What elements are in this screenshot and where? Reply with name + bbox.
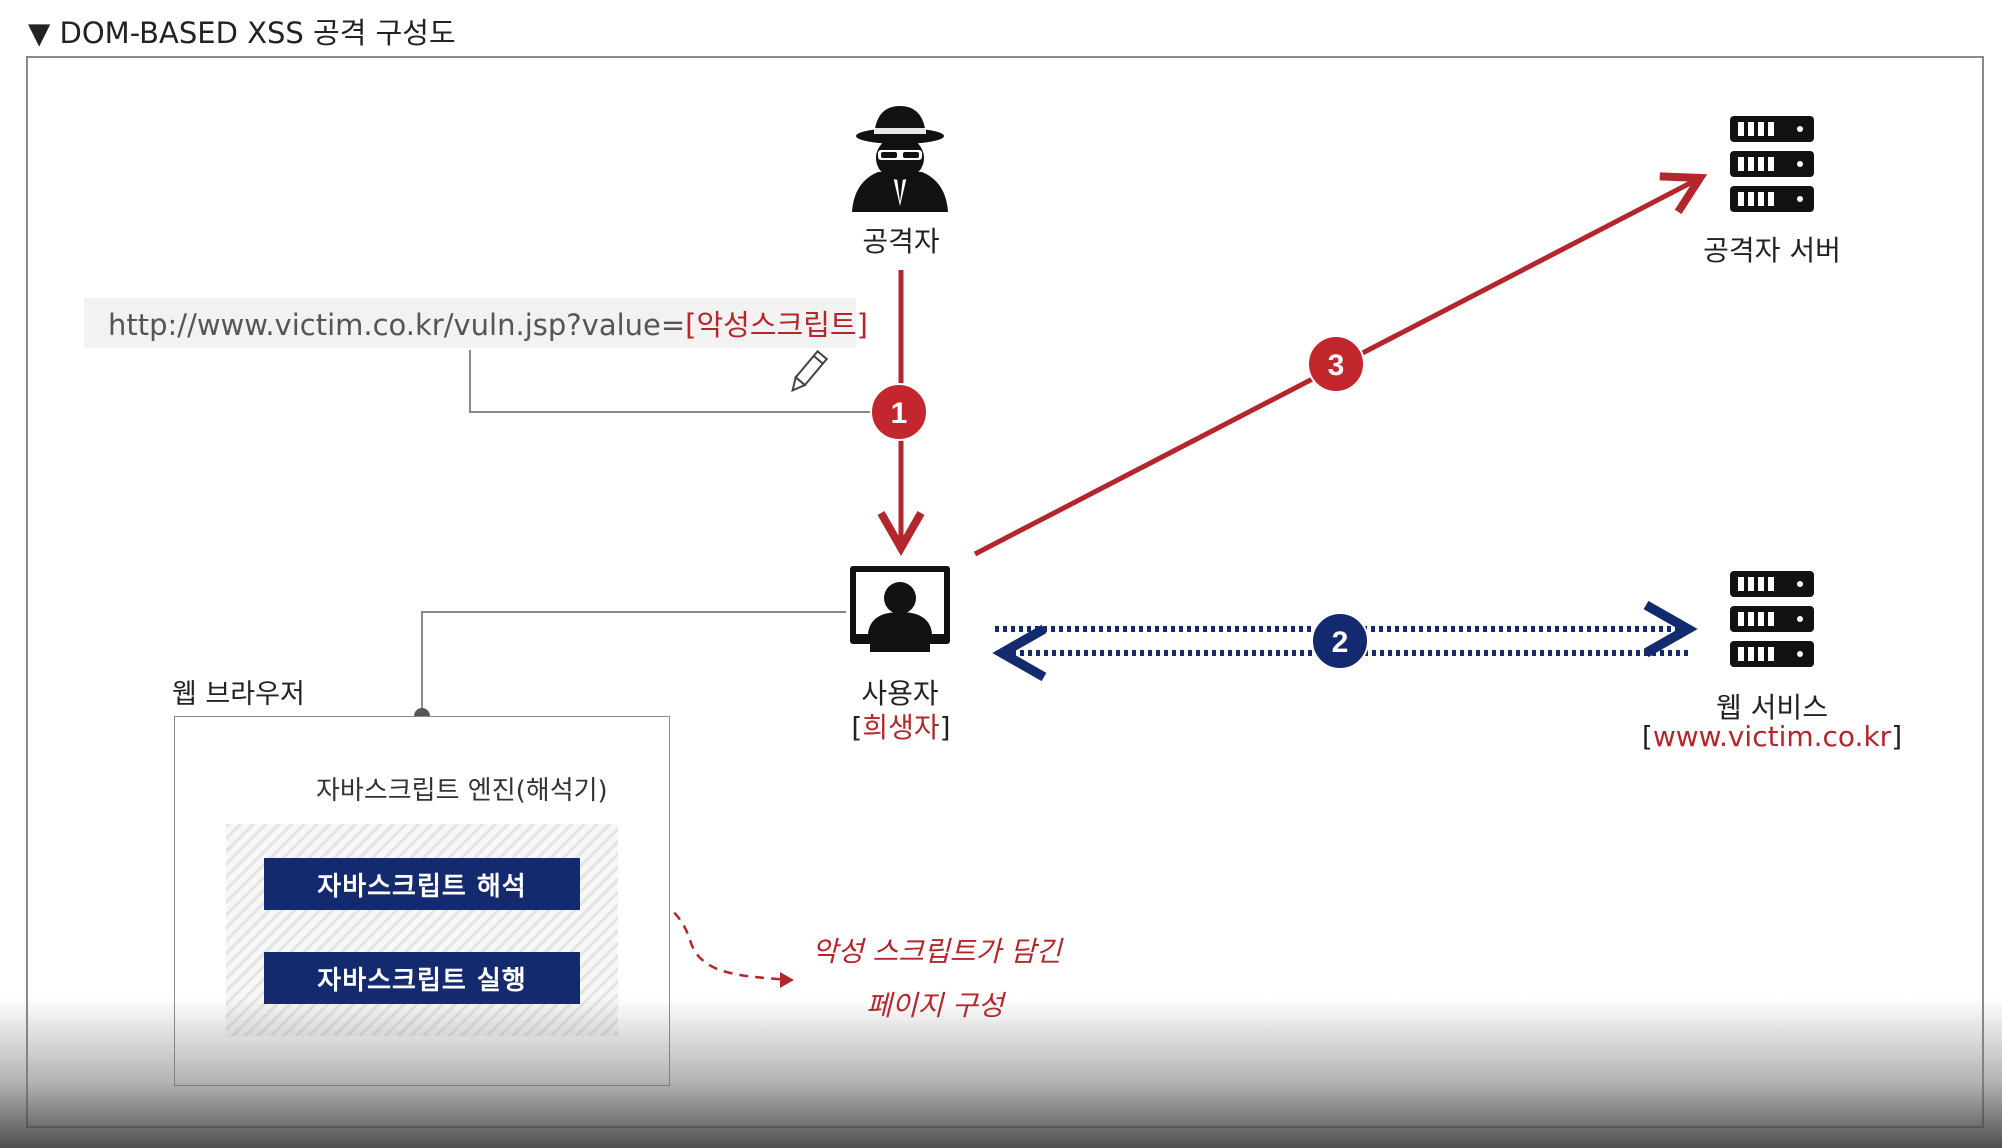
url-prefix: http://www.victim.co.kr/vuln.jsp?value= (108, 308, 686, 342)
server-rack-1 (1730, 571, 1814, 597)
server-rack-2 (1730, 606, 1814, 632)
js-engine-area (226, 824, 618, 1036)
server-icon (1730, 116, 1814, 212)
user-label: 사용자 (861, 677, 939, 710)
pencil-icon (791, 349, 829, 393)
url-connector-line (469, 350, 878, 413)
js-engine-title: 자바스크립트 엔진(해석기) (316, 776, 608, 806)
server-rack-2 (1730, 151, 1814, 177)
diagram-heading: ▼ DOM-BASED XSS 공격 구성도 (28, 16, 456, 50)
js-interpret-step: 자바스크립트 해석 (264, 858, 580, 910)
step-3-number: 3 (1328, 349, 1345, 382)
attacker-server-label: 공격자 서버 (1703, 234, 1841, 267)
spy-icon (852, 106, 948, 212)
web-browser-label: 웹 브라우저 (172, 679, 305, 710)
js-execute-step: 자바스크립트 실행 (264, 952, 580, 1004)
step-2-badge: 2 (1311, 612, 1369, 670)
web-service-domain: [www.victim.co.kr] (1641, 720, 1903, 753)
note-connector-arrowhead (780, 972, 794, 988)
server-rack-3 (1730, 186, 1814, 212)
step-2-number: 2 (1332, 626, 1349, 659)
step-1-badge: 1 (870, 383, 928, 441)
server-rack-3 (1730, 641, 1814, 667)
web-service-domain-text: www.victim.co.kr (1652, 720, 1892, 753)
url-payload: [악성스크립트] (685, 308, 868, 342)
user-role: [희생자] (851, 711, 951, 744)
browser-connector-line (421, 611, 846, 716)
step-3-badge: 3 (1307, 335, 1365, 393)
url-background (84, 298, 856, 348)
user-role-text: 희생자 (862, 711, 940, 744)
server-rack-1 (1730, 116, 1814, 142)
user-computer-icon (850, 566, 950, 652)
note-line-2: 페이지 구성 (866, 989, 1004, 1022)
note-line-1: 악성 스크립트가 담긴 (812, 935, 1062, 968)
web-service-label: 웹 서비스 (1716, 691, 1828, 724)
step-1-number: 1 (891, 397, 908, 430)
attacker-label: 공격자 (862, 225, 940, 258)
malicious-url: http://www.victim.co.kr/vuln.jsp?value=[… (108, 302, 868, 344)
server-icon (1730, 571, 1814, 667)
